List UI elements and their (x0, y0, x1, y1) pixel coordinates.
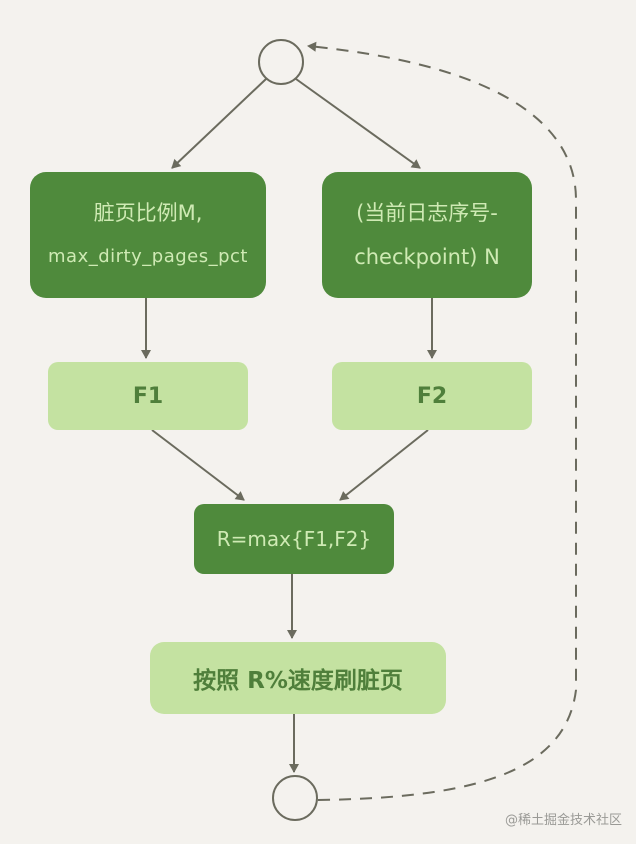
f2-node: F2 (332, 362, 532, 430)
start-node (258, 39, 304, 85)
r-max-label: R=max{F1,F2} (216, 527, 372, 551)
arrow-start-to-lsn (295, 78, 421, 169)
dirty-page-ratio-line1: 脏页比例M, (93, 201, 203, 225)
lsn-gap-line2: checkpoint) N (354, 245, 500, 269)
arrow-f1-to-rmax (151, 429, 245, 501)
arrow-f2-to-rmax (339, 429, 429, 501)
loop-back-dashed-arrow (307, 41, 577, 801)
f1-label: F1 (132, 383, 164, 409)
dirty-page-ratio-line2: max_dirty_pages_pct (48, 246, 248, 267)
dirty-page-ratio-node: 脏页比例M, max_dirty_pages_pct (30, 172, 266, 298)
flush-dirty-pages-node: 按照 R%速度刷脏页 (150, 642, 446, 714)
f1-node: F1 (48, 362, 248, 430)
lsn-gap-line1: (当前日志序号- (356, 201, 498, 225)
watermark: @稀土掘金技术社区 (504, 813, 622, 828)
flush-dirty-pages-label: 按照 R%速度刷脏页 (193, 668, 403, 694)
r-max-node: R=max{F1,F2} (194, 504, 394, 574)
lsn-gap-node: (当前日志序号- checkpoint) N (322, 172, 532, 298)
f2-label: F2 (416, 383, 448, 409)
arrow-start-to-ratio (171, 78, 267, 169)
end-node (272, 775, 318, 821)
